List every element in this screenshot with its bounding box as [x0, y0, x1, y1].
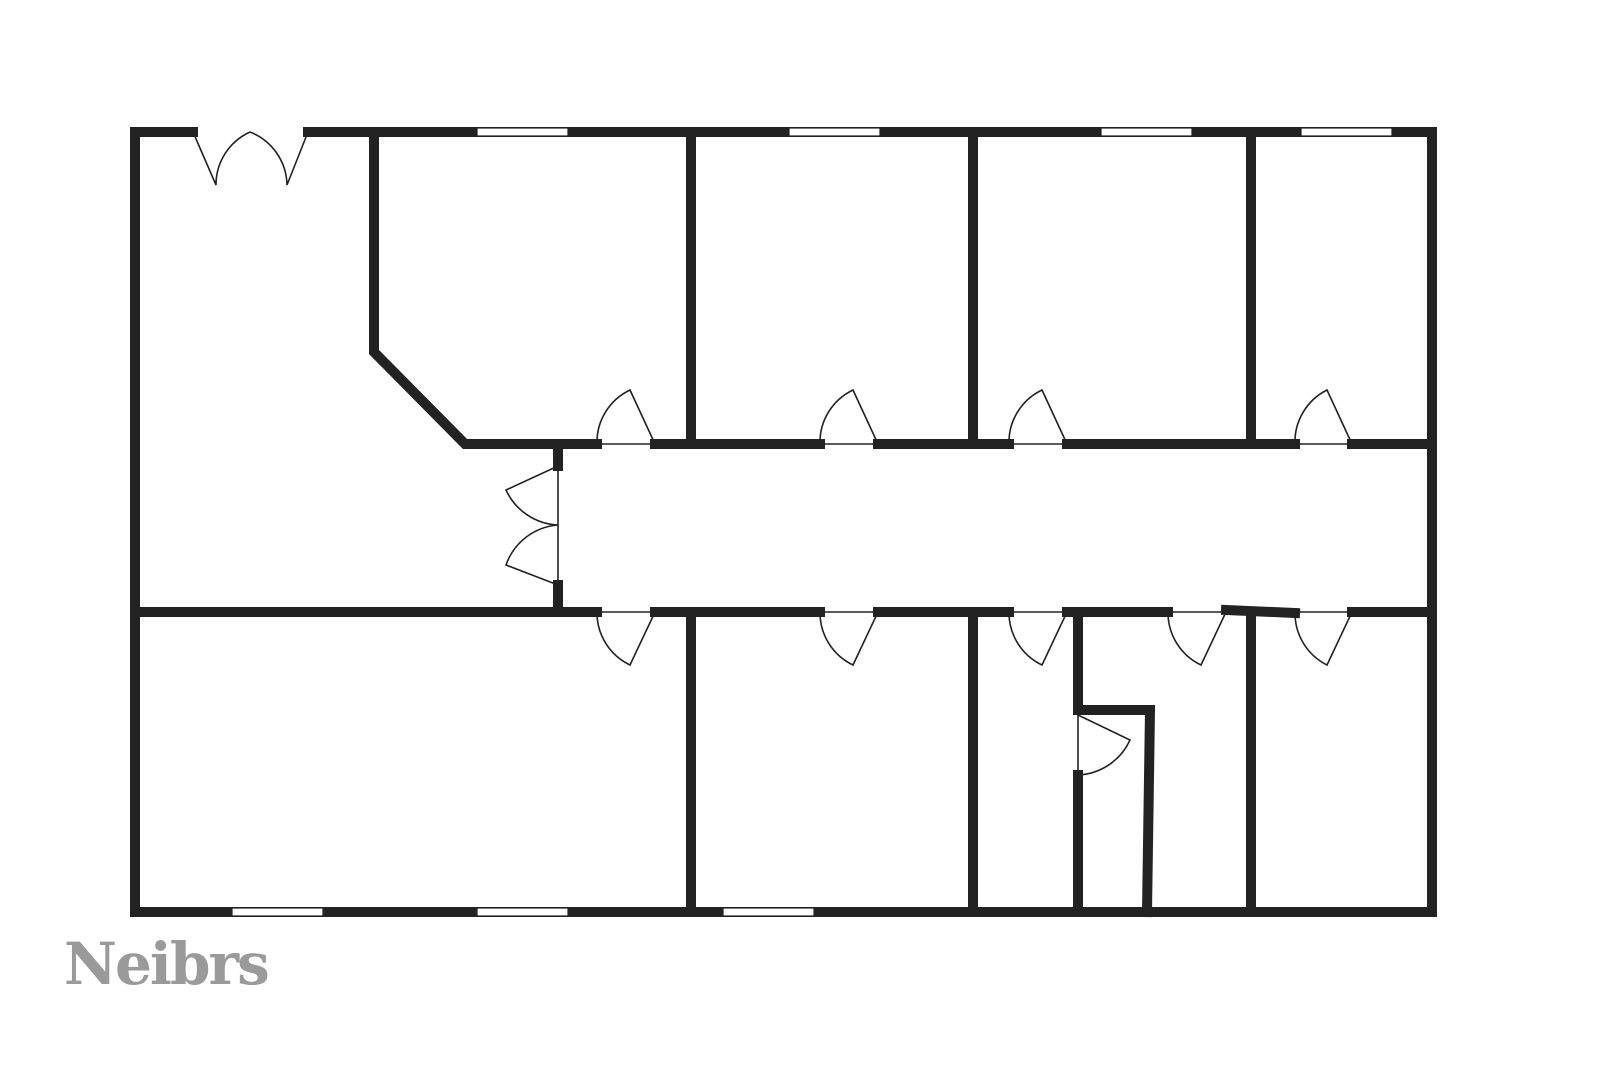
door	[1008, 388, 1068, 445]
door	[1008, 611, 1068, 667]
windows	[231, 127, 1393, 917]
window	[722, 907, 815, 917]
door	[1294, 388, 1353, 445]
interior-walls	[130, 127, 1437, 918]
door	[1294, 611, 1353, 667]
brand-logo: Neibrs	[64, 930, 270, 998]
double-door	[192, 131, 309, 186]
window	[476, 907, 569, 917]
door	[1167, 611, 1227, 667]
window	[1100, 127, 1193, 137]
closet-door	[1077, 714, 1132, 776]
door	[596, 611, 656, 667]
window	[1300, 127, 1393, 137]
outer-walls	[130, 127, 1437, 917]
doors	[192, 131, 1353, 776]
door	[819, 611, 879, 667]
window	[788, 127, 881, 137]
door	[596, 388, 656, 445]
window	[476, 127, 569, 137]
double-door	[504, 465, 559, 586]
window	[231, 907, 324, 917]
door	[819, 388, 879, 445]
